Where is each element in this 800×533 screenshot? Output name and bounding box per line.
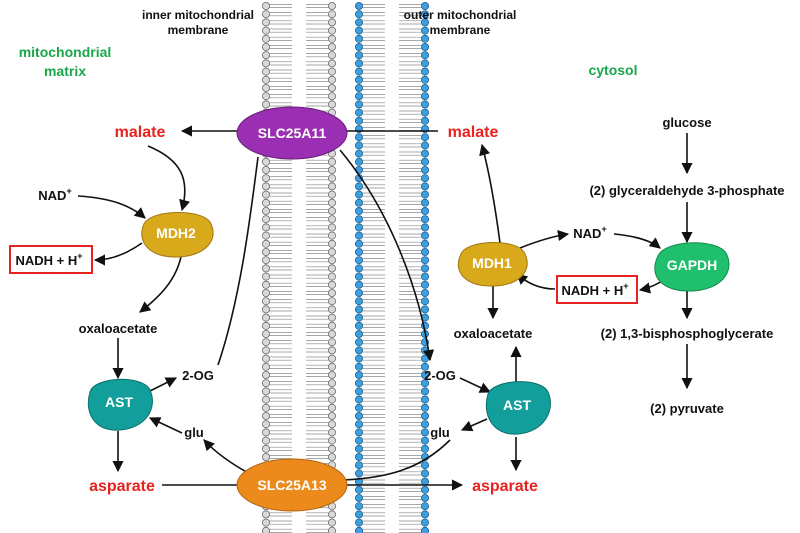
arrow-2og-to-slc25a11 [217,156,259,366]
arrow-ast-to-2og [147,377,178,393]
outer-membrane-title-line1: outer mitochondrial [404,8,517,22]
slc25a11-label: SLC25A11 [258,125,327,141]
arrow-mdh1-to-nad [519,229,570,249]
arrow-nadh-to-mdh1 [516,273,556,290]
cytosol-nadh-box [556,275,638,304]
cytosol-malate: malate [448,124,499,141]
arrow-mdh1-to-malate [479,143,501,244]
arrow-slc25a13-to-matrix-glu [203,439,251,475]
matrix-malate: malate [115,124,166,141]
cytosol-aspartate: asparate [472,478,538,495]
arrow-nad-to-mdh2 [77,195,146,219]
mdh2-enzyme: MDH2 [141,212,214,258]
mdh1-label: MDH1 [472,255,512,271]
glyceraldehyde-3-phosphate: (2) glyceraldehyde 3-phosphate [589,183,784,198]
matrix-ast-label: AST [105,394,133,410]
slc25a11-transporter: SLC25A11 [236,106,348,160]
matrix-nadh: NADH + H+ [15,251,82,268]
cytosol-ast-enzyme: AST [485,381,551,435]
cytosol-nad: NAD+ [573,224,606,241]
arrow-glu-to-ast [148,417,183,434]
slc25a13-label: SLC25A13 [257,477,326,493]
matrix-nad: NAD+ [38,186,71,203]
cytosol-2og: 2-OG [424,368,456,383]
matrix-region-label-line2: matrix [44,63,86,79]
mdh2-label: MDH2 [156,225,196,241]
outer-mitochondrial-membrane [354,2,429,533]
matrix-ast-enzyme: AST [87,378,153,431]
arrow-slc25a11-to-cytosol-2og [339,149,435,362]
matrix-aspartate: asparate [89,478,155,495]
inner-mitochondrial-membrane [261,2,336,533]
arrow-cytosol-ast-to-glu [460,418,488,432]
matrix-2og: 2-OG [182,368,214,383]
mdh1-enzyme: MDH1 [457,241,528,287]
arrow-mdh2-to-nadh [93,242,143,266]
bisphosphoglycerate: (2) 1,3-bisphosphoglycerate [601,326,774,341]
pyruvate: (2) pyruvate [650,401,724,416]
cytosol-ast-label: AST [503,397,531,413]
cytosol-region-label: cytosol [588,62,637,78]
cytosol-nadh: NADH + H+ [561,281,628,298]
arrow-cytosol-glu-to-slc25a13 [343,439,451,481]
arrow-cytosol-2og-to-ast [459,377,492,393]
outer-membrane-title-line2: membrane [430,23,491,37]
cytosol-glu: glu [430,425,450,440]
matrix-oxaloacetate: oxaloacetate [79,321,158,336]
inner-membrane-title-line1: inner mitochondrial [142,8,254,22]
matrix-glu: glu [184,425,204,440]
inner-membrane-title-line2: membrane [168,23,229,37]
reaction-arrows [77,125,693,491]
glucose: glucose [662,115,711,130]
arrow-malate-to-mdh2 [147,145,191,212]
cytosol-oxaloacetate: oxaloacetate [454,326,533,341]
arrow-mdh2-to-oxaloacetate [139,250,183,313]
slc25a13-transporter: SLC25A13 [236,458,348,512]
gapdh-enzyme: GAPDH [654,242,730,292]
matrix-nadh-box [9,245,93,274]
gapdh-label: GAPDH [667,257,718,273]
arrow-nad-to-gapdh [613,233,661,249]
matrix-region-label-line1: mitochondrial [19,44,112,60]
